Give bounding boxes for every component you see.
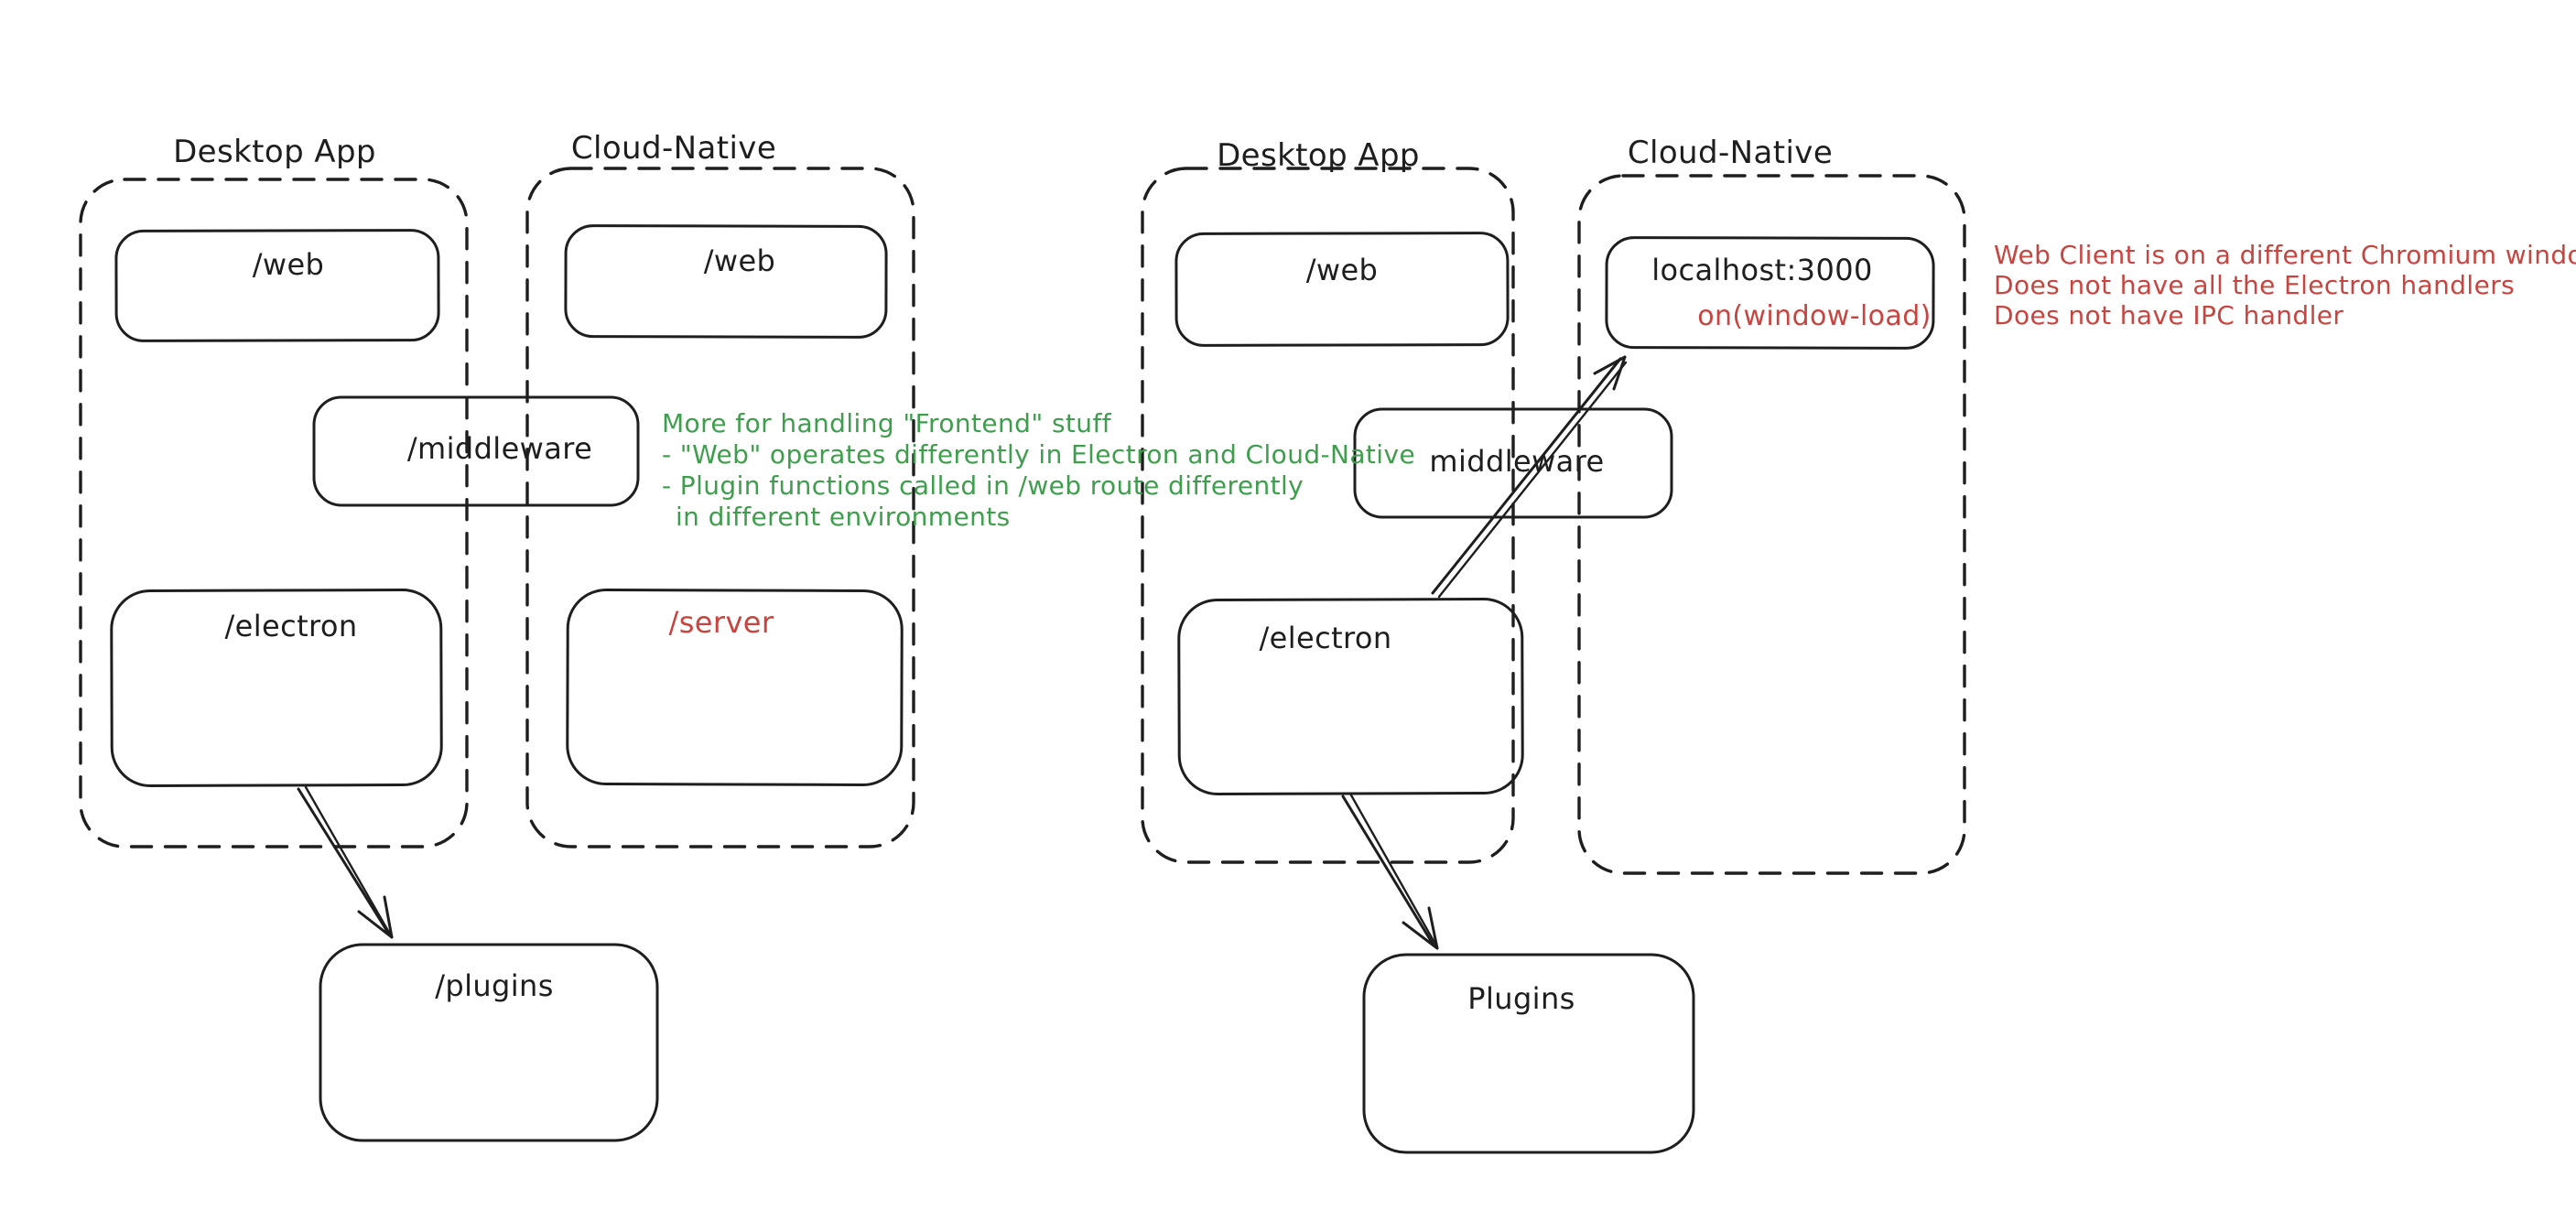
- left-web-cloud-box[interactable]: [564, 224, 888, 339]
- red-annotation-line: Web Client is on a different Chromium wi…: [1994, 240, 2576, 270]
- red-annotation[interactable]: Web Client is on a different Chromium wi…: [1994, 240, 2576, 330]
- right-localhost-label[interactable]: localhost:3000: [1651, 253, 1873, 287]
- right-web-box[interactable]: [1174, 232, 1510, 347]
- right-cloud-native-title[interactable]: Cloud-Native: [1627, 135, 1834, 171]
- right-middleware-label[interactable]: middleware: [1429, 444, 1605, 479]
- left-server-label[interactable]: /server: [668, 605, 774, 640]
- left-plugins-label[interactable]: /plugins: [435, 968, 554, 1003]
- green-annotation-line: in different environments: [676, 502, 1011, 532]
- right-arrow-electron-to-plugins[interactable]: [1341, 792, 1439, 950]
- left-cloud-native-title[interactable]: Cloud-Native: [570, 130, 777, 167]
- green-annotation-line: - "Web" operates differently in Electron…: [662, 439, 1416, 470]
- left-middleware-box[interactable]: [312, 395, 640, 507]
- green-annotation-line: - Plugin functions called in /web route …: [662, 470, 1304, 501]
- left-desktop-app-container[interactable]: [79, 178, 469, 848]
- left-desktop-app-title[interactable]: Desktop App: [173, 134, 376, 170]
- right-web-label[interactable]: /web: [1305, 253, 1379, 287]
- red-annotation-line: Does not have all the Electron handlers: [1994, 270, 2516, 300]
- right-cloud-native-container[interactable]: [1577, 174, 1966, 875]
- red-annotation-line: Does not have IPC handler: [1994, 300, 2344, 330]
- right-arrow-electron-to-localhost[interactable]: [1431, 355, 1628, 599]
- left-cloud-native-container[interactable]: [525, 167, 915, 848]
- left-server-box[interactable]: [566, 589, 904, 786]
- right-window-load-label[interactable]: on(window-load): [1697, 300, 1932, 332]
- green-annotation-line: More for handling "Frontend" stuff: [662, 408, 1111, 438]
- right-middleware-box[interactable]: [1353, 407, 1673, 519]
- left-electron-label[interactable]: /electron: [224, 609, 358, 643]
- green-annotation[interactable]: More for handling "Frontend" stuff - "We…: [662, 408, 1415, 533]
- left-arrow-electron-to-plugins[interactable]: [297, 785, 394, 939]
- right-desktop-app-title[interactable]: Desktop App: [1217, 137, 1420, 174]
- left-electron-box[interactable]: [110, 589, 443, 787]
- right-plugins-label[interactable]: Plugins: [1467, 981, 1575, 1016]
- right-electron-label[interactable]: /electron: [1259, 621, 1392, 655]
- left-middleware-label[interactable]: /middleware: [406, 431, 593, 466]
- right-localhost-box[interactable]: [1605, 236, 1935, 350]
- left-web-cloud-label[interactable]: /web: [703, 243, 776, 278]
- left-web-desktop-label[interactable]: /web: [252, 247, 325, 282]
- left-plugins-box[interactable]: [319, 943, 659, 1142]
- right-desktop-app-container[interactable]: [1141, 167, 1515, 864]
- left-web-desktop-box[interactable]: [114, 229, 440, 342]
- right-plugins-box[interactable]: [1362, 953, 1695, 1154]
